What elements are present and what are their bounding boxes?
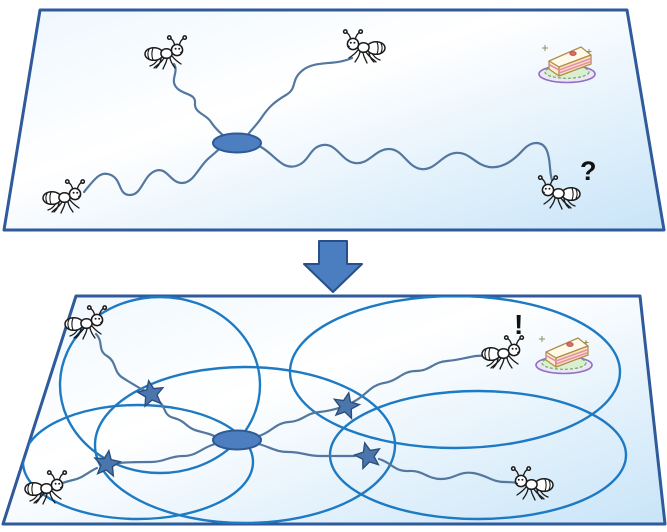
exclamation-mark: ! <box>514 309 523 340</box>
communication-range-circle <box>93 365 397 524</box>
ant-trail-path <box>257 442 357 458</box>
down-arrow-icon <box>303 240 363 293</box>
ant-trail-path <box>94 332 147 393</box>
ant-trail-path <box>257 406 341 438</box>
communication-range-circle <box>288 296 622 450</box>
ant-trail-path <box>155 398 218 439</box>
communication-range-circle <box>58 296 262 475</box>
communication-range-circle <box>21 403 255 521</box>
question-mark: ? <box>580 156 597 186</box>
bottom-panel: ! <box>1 294 667 526</box>
ant-trail-path <box>245 56 354 138</box>
nest-node <box>212 132 262 154</box>
nest-node <box>212 429 262 451</box>
ant-trail-path <box>351 354 501 404</box>
transition-arrow <box>303 240 363 293</box>
ant-trail-path <box>82 144 225 197</box>
top-panel: ? <box>2 8 666 232</box>
ant-trail-path <box>259 141 554 182</box>
ant-trail-path <box>377 457 524 485</box>
ant-trail-path <box>172 62 229 141</box>
ant-trail-path <box>117 442 217 465</box>
